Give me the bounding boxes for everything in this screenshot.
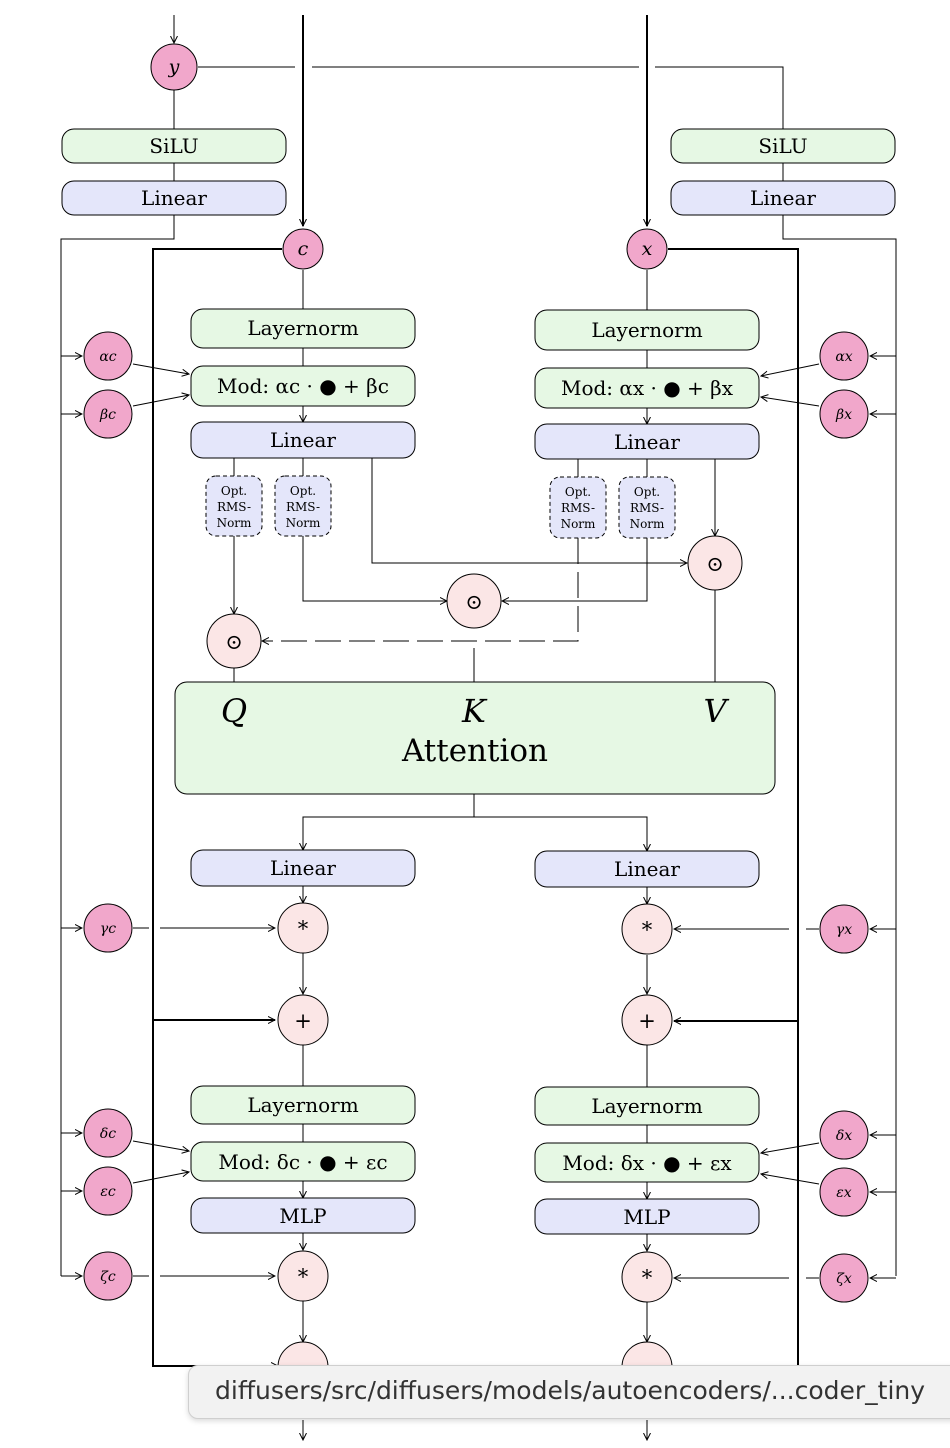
svg-text:Linear: Linear xyxy=(614,430,680,454)
epsilon-c-label: εc xyxy=(100,1184,116,1200)
input-x-node: x xyxy=(626,228,668,270)
c-linear-2-box: Linear xyxy=(190,849,416,887)
x-gate-2-mul-op: * xyxy=(621,1251,673,1303)
svg-text:Opt.: Opt. xyxy=(221,484,247,498)
c-q-rmsnorm-box: Opt. RMS- Norm xyxy=(205,475,263,537)
svg-text:MLP: MLP xyxy=(623,1205,670,1229)
svg-text:Norm: Norm xyxy=(217,516,252,530)
v-concat-op: ⊙ xyxy=(687,535,743,591)
connection-lines xyxy=(60,15,897,1440)
svg-text:+: + xyxy=(294,1009,312,1033)
x-mod-1-box: Mod: αx · ● + βx xyxy=(534,367,760,409)
svg-text:Layernorm: Layernorm xyxy=(591,1094,702,1118)
svg-text:Opt.: Opt. xyxy=(634,485,660,499)
zeta-c-label: ζc xyxy=(100,1269,116,1285)
zeta-x-label: ζx xyxy=(836,1271,852,1287)
svg-text:RMS-: RMS- xyxy=(561,501,595,515)
input-c-node: c xyxy=(282,228,324,270)
svg-text:Opt.: Opt. xyxy=(565,485,591,499)
c-layernorm-1-box: Layernorm xyxy=(190,308,416,349)
svg-text:Linear: Linear xyxy=(270,428,336,452)
svg-text:Norm: Norm xyxy=(561,517,596,531)
svg-text:⊙: ⊙ xyxy=(225,630,243,654)
c-linear-1-box: Linear xyxy=(190,421,416,459)
right-linear-box: Linear xyxy=(670,180,896,216)
c-k-rmsnorm-box: Opt. RMS- Norm xyxy=(274,475,332,537)
svg-text:*: * xyxy=(642,918,653,942)
left-linear-box: Linear xyxy=(61,180,287,216)
input-x-label: x xyxy=(642,238,653,260)
x-mod-2-box: Mod: δx · ● + εx xyxy=(534,1142,760,1183)
delta-x-label: δx xyxy=(836,1128,852,1144)
svg-text:Layernorm: Layernorm xyxy=(247,1093,358,1117)
q-concat-op: ⊙ xyxy=(206,613,262,669)
x-layernorm-1-box: Layernorm xyxy=(534,309,760,351)
right-modulation-params: αx βx γx δx εx ζx xyxy=(819,331,869,1303)
c-mlp-box: MLP xyxy=(190,1197,416,1234)
svg-text:Layernorm: Layernorm xyxy=(591,318,702,342)
x-k-rmsnorm-box: Opt. RMS- Norm xyxy=(618,476,676,539)
c-gate-2-mul-op: * xyxy=(277,1250,329,1302)
input-c-label: c xyxy=(298,238,309,260)
svg-text:Layernorm: Layernorm xyxy=(247,316,358,340)
alpha-x-label: αx xyxy=(835,349,852,365)
x-gate-1-mul-op: * xyxy=(621,903,673,955)
file-path-tooltip: diffusers/src/diffusers/models/autoencod… xyxy=(188,1365,950,1419)
svg-text:⊙: ⊙ xyxy=(706,552,724,576)
attention-q-label: Q xyxy=(221,692,247,730)
svg-text:Norm: Norm xyxy=(286,516,321,530)
x-mlp-box: MLP xyxy=(534,1198,760,1235)
tooltip-text: diffusers/src/diffusers/models/autoencod… xyxy=(215,1376,926,1405)
svg-text:Linear: Linear xyxy=(750,186,816,210)
left-modulation-params: αc βc γc δc εc ζc xyxy=(83,331,133,1301)
svg-text:RMS-: RMS- xyxy=(630,501,664,515)
gamma-c-label: γc xyxy=(100,921,116,937)
attention-box: Q K V Attention xyxy=(174,681,776,795)
c-layernorm-2-box: Layernorm xyxy=(190,1085,416,1125)
beta-x-label: βx xyxy=(835,407,852,423)
c-residual-1-add-op: + xyxy=(277,994,329,1046)
svg-text:RMS-: RMS- xyxy=(286,500,320,514)
epsilon-x-label: εx xyxy=(836,1185,852,1201)
svg-text:Linear: Linear xyxy=(270,856,336,880)
c-mod-2-box: Mod: δc · ● + εc xyxy=(190,1141,416,1182)
delta-c-label: δc xyxy=(100,1126,116,1142)
alpha-c-label: αc xyxy=(99,349,116,365)
svg-text:RMS-: RMS- xyxy=(217,500,251,514)
attention-title: Attention xyxy=(401,733,548,769)
beta-c-label: βc xyxy=(99,407,116,423)
gamma-x-label: γx xyxy=(836,922,852,938)
svg-text:Mod: δc · ● + εc: Mod: δc · ● + εc xyxy=(218,1150,387,1174)
svg-text:Norm: Norm xyxy=(630,517,665,531)
attention-k-label: K xyxy=(461,692,488,730)
attention-v-label: V xyxy=(703,692,729,730)
svg-text:Mod: αc · ● + βc: Mod: αc · ● + βc xyxy=(217,374,389,398)
right-silu-box: SiLU xyxy=(670,128,896,164)
x-residual-1-add-op: + xyxy=(621,994,673,1046)
svg-text:Mod: αx · ● + βx: Mod: αx · ● + βx xyxy=(561,376,734,400)
x-linear-1-box: Linear xyxy=(534,423,760,460)
x-linear-2-box: Linear xyxy=(534,850,760,888)
svg-text:*: * xyxy=(298,1265,309,1289)
svg-text:Linear: Linear xyxy=(141,186,207,210)
svg-text:*: * xyxy=(298,917,309,941)
input-y-label: y xyxy=(168,56,180,78)
svg-text:+: + xyxy=(638,1009,656,1033)
left-silu-box: SiLU xyxy=(61,128,287,164)
input-y-node: y xyxy=(150,43,198,91)
svg-text:Linear: Linear xyxy=(614,857,680,881)
k-concat-op: ⊙ xyxy=(446,573,502,629)
x-q-rmsnorm-box: Opt. RMS- Norm xyxy=(549,476,607,539)
svg-text:*: * xyxy=(642,1266,653,1290)
c-mod-1-box: Mod: αc · ● + βc xyxy=(190,365,416,407)
svg-text:Opt.: Opt. xyxy=(290,484,316,498)
c-gate-1-mul-op: * xyxy=(277,902,329,954)
svg-text:SiLU: SiLU xyxy=(758,134,807,158)
svg-text:SiLU: SiLU xyxy=(149,134,198,158)
svg-text:MLP: MLP xyxy=(279,1204,326,1228)
svg-text:⊙: ⊙ xyxy=(465,590,483,614)
x-layernorm-2-box: Layernorm xyxy=(534,1086,760,1126)
svg-text:Mod: δx · ● + εx: Mod: δx · ● + εx xyxy=(562,1151,732,1175)
